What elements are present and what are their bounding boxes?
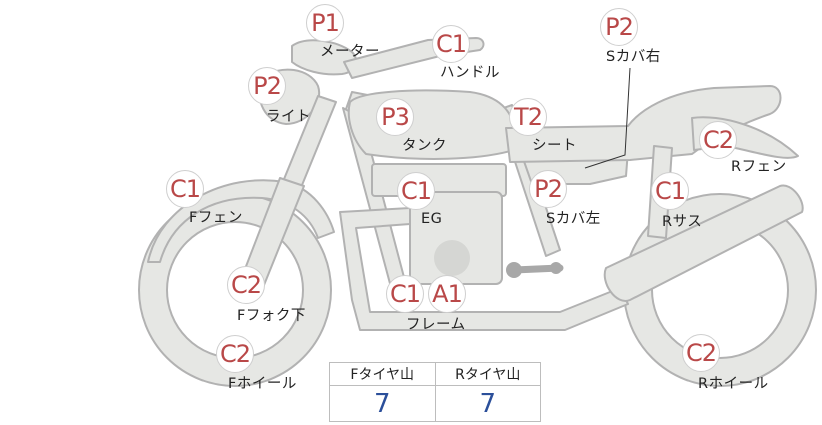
frame-label: フレーム (406, 317, 466, 333)
rear-wheel-label: Rホイール (698, 376, 769, 392)
seat-cover-l-label: Sカバ左 (546, 211, 601, 227)
meter-grade[interactable]: P1 (306, 4, 344, 42)
front-wheel-label: Fホイール (228, 376, 297, 392)
front-fork-grade[interactable]: C2 (227, 266, 265, 304)
handle-grade[interactable]: C1 (432, 25, 470, 63)
front-fork-label: Fフォク下 (237, 308, 306, 324)
swingarm-shape (603, 184, 804, 302)
seat-cover-r-label: Sカバ右 (606, 49, 661, 65)
tire-tread-table: Fタイヤ山 Rタイヤ山 7 7 (329, 361, 541, 422)
front-tire-header: Fタイヤ山 (329, 361, 436, 387)
rear-fender-grade[interactable]: C2 (699, 121, 737, 159)
rear-tire-header: Rタイヤ山 (434, 361, 541, 387)
tank-grade[interactable]: P3 (376, 98, 414, 136)
handle-label: ハンドル (440, 65, 500, 81)
rear-wheel-grade[interactable]: C2 (682, 334, 720, 372)
front-fender-label: Fフェン (189, 210, 243, 226)
meter-label: メーター (320, 44, 380, 60)
light-label: ライト (266, 109, 311, 125)
rear-tire-value: 7 (434, 385, 541, 422)
rear-fender-label: Rフェン (731, 159, 787, 175)
front-tire-value: 7 (329, 385, 436, 422)
frame-grade[interactable]: C1 (386, 275, 424, 313)
front-fender-grade[interactable]: C1 (166, 170, 204, 208)
tank-label: タンク (402, 138, 447, 154)
seat-cover-r-leader (584, 67, 631, 169)
frame-grade-2[interactable]: A1 (428, 275, 466, 313)
engine-label: EG (421, 211, 443, 227)
seat-cover-l-grade[interactable]: P2 (529, 170, 567, 208)
front-wheel-grade[interactable]: C2 (216, 335, 254, 373)
seat-label: シート (532, 138, 577, 154)
engine-cover (434, 240, 470, 276)
rear-susp-grade[interactable]: C1 (651, 172, 689, 210)
rear-susp-label: Rサス (662, 214, 703, 230)
seat-cover-r-grade[interactable]: P2 (600, 8, 638, 46)
engine-grade[interactable]: C1 (397, 172, 435, 210)
seat-grade[interactable]: T2 (509, 98, 547, 136)
light-grade[interactable]: P2 (248, 67, 286, 105)
